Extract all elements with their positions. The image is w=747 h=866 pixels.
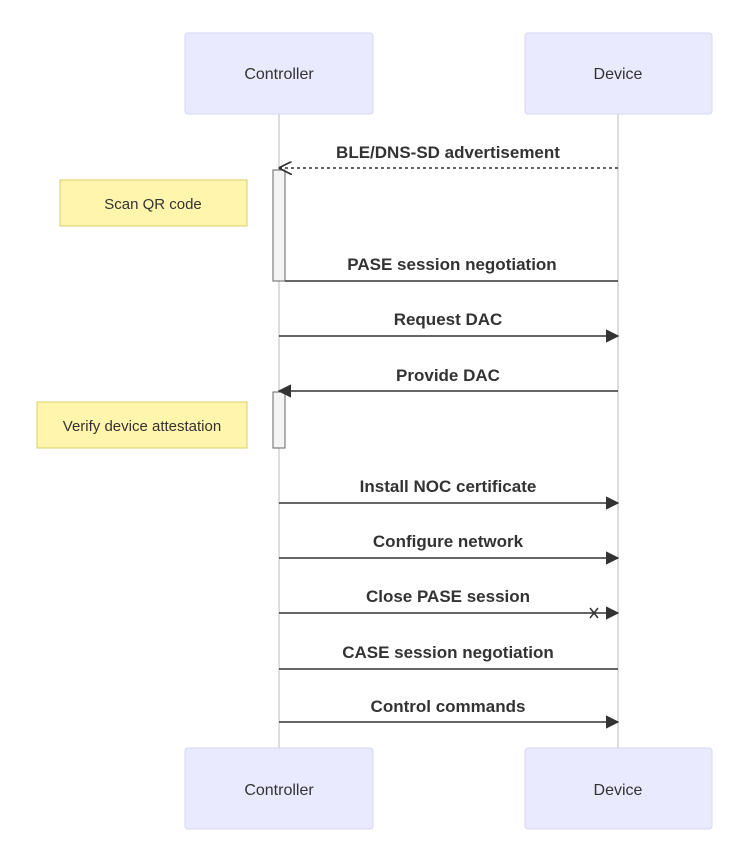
message-control-commands: Control commands xyxy=(279,697,620,729)
note-verify-attestation-text: Verify device attestation xyxy=(63,418,221,435)
message-case-negotiation: CASE session negotiation xyxy=(279,643,618,670)
note-verify-attestation: Verify device attestation xyxy=(36,401,248,449)
message-ble-dns-sd-label: BLE/DNS-SD advertisement xyxy=(336,143,560,162)
message-install-noc: Install NOC certificate xyxy=(279,477,620,510)
message-configure-network-label: Configure network xyxy=(373,532,524,551)
message-ble-dns-sd: BLE/DNS-SD advertisement xyxy=(280,143,618,168)
controller-activation-1 xyxy=(272,169,286,282)
close-cross-icon xyxy=(589,607,599,619)
controller-actor-bottom: Controller xyxy=(184,747,374,830)
note-scan-qr-text: Scan QR code xyxy=(104,196,202,213)
message-provide-dac: Provide DAC xyxy=(277,366,618,398)
message-close-pase-label: Close PASE session xyxy=(366,587,530,606)
note-scan-qr: Scan QR code xyxy=(59,179,248,227)
controller-activation-2 xyxy=(272,391,286,449)
message-pase-negotiation-label: PASE session negotiation xyxy=(347,255,556,274)
message-request-dac-label: Request DAC xyxy=(394,310,503,329)
message-case-negotiation-label: CASE session negotiation xyxy=(342,643,554,662)
controller-actor-top: Controller xyxy=(184,32,374,115)
controller-label-bottom: Controller xyxy=(244,782,314,799)
message-install-noc-label: Install NOC certificate xyxy=(360,477,537,496)
device-label-top: Device xyxy=(594,66,643,83)
device-actor-bottom: Device xyxy=(524,747,713,830)
controller-label-top: Controller xyxy=(244,66,314,83)
message-request-dac: Request DAC xyxy=(279,310,620,343)
message-configure-network: Configure network xyxy=(279,532,620,565)
message-control-commands-label: Control commands xyxy=(371,697,526,716)
device-actor-top: Device xyxy=(524,32,713,115)
message-provide-dac-label: Provide DAC xyxy=(396,366,500,385)
device-label-bottom: Device xyxy=(594,782,643,799)
message-close-pase: Close PASE session xyxy=(279,587,620,620)
message-pase-negotiation: PASE session negotiation xyxy=(285,255,618,282)
